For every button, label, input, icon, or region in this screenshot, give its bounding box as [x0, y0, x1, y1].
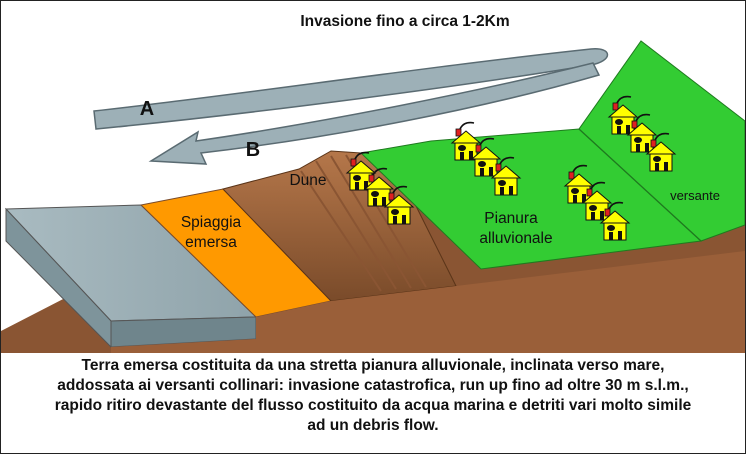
plain-label-line1: Pianura [484, 210, 538, 227]
title-label: Invasione fino a circa 1-2Km [300, 13, 509, 30]
slope-break-line [578, 128, 702, 242]
caption: Terra emersa costituita da una stretta p… [5, 356, 741, 436]
caption-line-3: rapido ritiro devastante del flusso cost… [54, 397, 692, 414]
dune-ridges [300, 154, 427, 292]
arrow-a-label: A [140, 98, 154, 120]
ground-front [111, 251, 745, 353]
coastal-cross-section: Invasione fino a circa 1-2Km A B Spiaggi… [1, 13, 745, 353]
plain-label-line2: alluvionale [479, 230, 552, 247]
arrow-b [148, 62, 601, 165]
beach-label-line1: Spiaggia [181, 214, 242, 231]
caption-line-2: addossata ai versanti collinari: invasio… [57, 377, 689, 394]
beach-label-line2: emersa [185, 234, 237, 251]
caption-line-4: ad un debris flow. [307, 417, 439, 434]
arrow-b-label: B [246, 139, 260, 161]
slope-label: versante [670, 188, 720, 203]
caption-line-1: Terra emersa costituita da una stretta p… [81, 357, 665, 374]
dunes-label: Dune [289, 172, 326, 189]
arrow-a [93, 48, 609, 130]
